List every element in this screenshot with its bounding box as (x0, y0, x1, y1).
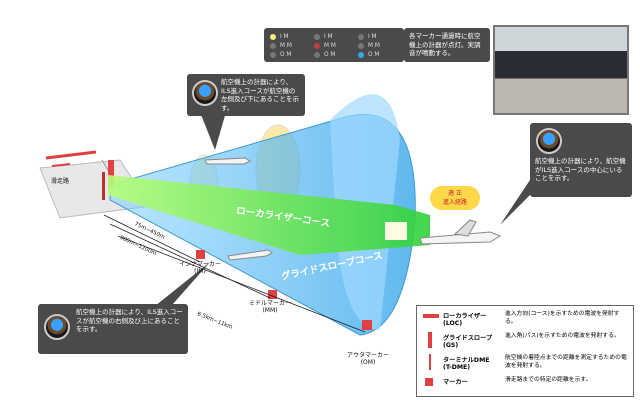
runway-label: 滑走路 (50, 178, 69, 185)
localizer-symbol-icon (423, 314, 439, 318)
im-lamp-icon (314, 33, 320, 40)
equipment-legend: ローカライザー(LOC) 進入方向(コース)を示すための電波を発射する。 グライ… (416, 305, 634, 397)
outer-marker-beacon (362, 320, 372, 330)
approach-path-badge: 適 正 進入経路 (430, 186, 480, 210)
legend-row: マーカー 滑走路までの特定の距離を示す。 (417, 374, 633, 396)
mm-lamp-icon (270, 42, 276, 49)
inner-marker-label: インナマーカー(IM) (178, 261, 221, 275)
inner-marker-beacon (196, 250, 205, 259)
im-lamp-icon (270, 33, 276, 40)
airplane-lower (227, 249, 273, 261)
legend-row: ローカライザー(LOC) 進入方向(コース)を示すための電波を発射する。 (417, 308, 633, 330)
glideslope-symbol-icon (428, 332, 432, 348)
om-lamp-icon (358, 51, 364, 58)
attitude-indicator-icon (44, 314, 70, 340)
glideslope-antenna (102, 172, 105, 200)
indicator-column-3: I M M M O M (358, 32, 398, 59)
airplane-upper (204, 157, 252, 165)
outer-marker-label: アウタマーカー(OM) (346, 352, 389, 366)
localizer-antenna (108, 160, 114, 190)
legend-row: グライドスロープ(GS) 進入角(パス)を示すための電波を発射する。 (417, 330, 633, 352)
marker-indicator-panel: I M M M O M I M M M O M I M M M O M (264, 28, 404, 62)
om-lamp-icon (270, 51, 276, 58)
callout-marker-lights: 各マーカー通過時に航空機上の計器が点灯。実調音が鳴動する。 (404, 28, 490, 62)
attitude-indicator-icon (536, 128, 562, 154)
mm-lamp-icon (314, 42, 320, 49)
middle-marker-beacon (268, 290, 277, 299)
marker-symbol-icon (425, 378, 433, 386)
attitude-indicator-icon (192, 80, 218, 106)
dme-symbol-icon (429, 354, 431, 370)
legend-row: ターミナルDME(T-DME) 航空機の着陸点までの距離を測定するための電波を発… (417, 352, 633, 374)
om-lamp-icon (314, 51, 320, 58)
airplane-right (419, 219, 502, 245)
middle-marker-label: ミドルマーカー(MM) (248, 300, 291, 314)
indicator-column-1: I M M M O M (270, 32, 310, 59)
indicator-column-2: I M M M O M (314, 32, 354, 59)
cockpit-photo (493, 25, 629, 115)
mm-lamp-icon (358, 42, 364, 49)
im-lamp-icon (358, 33, 364, 40)
localizer-beam (108, 175, 430, 255)
approach-glow (385, 222, 407, 240)
